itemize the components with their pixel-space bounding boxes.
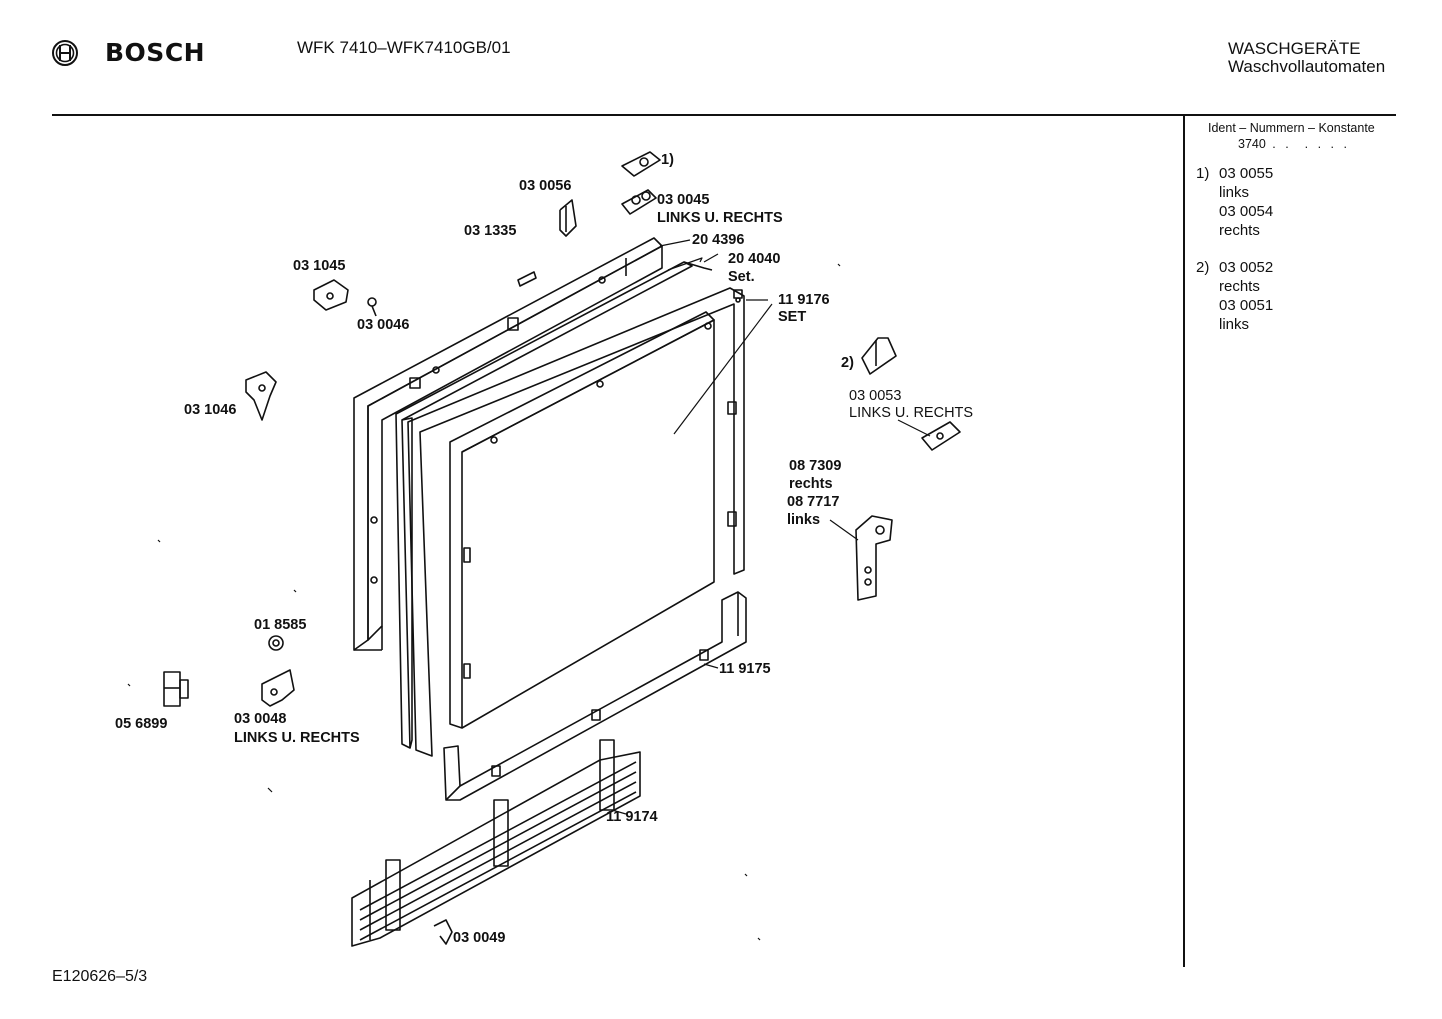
label-030053-note: LINKS U. RECHTS bbox=[849, 405, 974, 421]
category-title: WASCHGERÄTE bbox=[1228, 39, 1361, 58]
label-030053: 03 0053 bbox=[849, 388, 902, 404]
note-2-marker: 2) bbox=[1196, 259, 1210, 276]
part-031046-hinge bbox=[245, 371, 277, 421]
brand-name: BOSCH bbox=[105, 38, 206, 67]
note-1-line: 03 0054 bbox=[1219, 203, 1274, 220]
part-030048-bracket bbox=[261, 669, 295, 707]
stray-marks bbox=[127, 263, 841, 941]
note-1-line: links bbox=[1219, 184, 1250, 201]
note-2-line: 03 0052 bbox=[1219, 259, 1274, 276]
part-018585-grommet bbox=[268, 635, 284, 651]
label-119176: 11 9176 bbox=[778, 292, 830, 308]
part-030056-clip bbox=[559, 199, 577, 237]
label-119174: 11 9174 bbox=[606, 809, 658, 825]
header-divider bbox=[52, 114, 1396, 116]
note-2-line: 03 0051 bbox=[1219, 297, 1274, 314]
note-1-line: 03 0055 bbox=[1219, 165, 1274, 182]
drawing-code: E120626–5/3 bbox=[52, 968, 148, 985]
label-031335: 03 1335 bbox=[464, 223, 517, 239]
bosch-armature-icon bbox=[52, 40, 78, 66]
label-part-1: 1) bbox=[661, 152, 674, 168]
hinge-rail-assembly bbox=[351, 739, 641, 947]
label-119176-note: SET bbox=[778, 309, 807, 325]
note-2-line: rechts bbox=[1219, 278, 1260, 295]
label-030048-note: LINKS U. RECHTS bbox=[234, 730, 360, 746]
label-204040-note: Set. bbox=[728, 269, 755, 285]
brand-logo: BOSCH bbox=[50, 38, 220, 68]
label-030056: 03 0056 bbox=[519, 178, 572, 194]
label-031046: 03 1046 bbox=[184, 402, 237, 418]
label-087309: 08 7309 bbox=[789, 458, 842, 474]
part-030049-clip bbox=[433, 919, 453, 945]
part-031045-bracket bbox=[313, 279, 349, 311]
part-056899-switch bbox=[163, 671, 189, 707]
part-030045-bracket bbox=[621, 189, 657, 215]
label-030048: 03 0048 bbox=[234, 711, 287, 727]
category-subtitle: Waschvollautomaten bbox=[1228, 57, 1386, 76]
part-030046-screw bbox=[367, 297, 377, 317]
label-030045-note: LINKS U. RECHTS bbox=[657, 210, 783, 226]
part-1-bracket bbox=[621, 151, 661, 177]
label-204396: 20 4396 bbox=[692, 232, 745, 248]
door-frame-outer bbox=[353, 237, 663, 651]
note-1-line: rechts bbox=[1219, 222, 1260, 239]
label-031045: 03 1045 bbox=[293, 258, 346, 274]
part-087309-hinge bbox=[855, 515, 893, 601]
door-inner-frame bbox=[407, 287, 745, 757]
ident-dots: . . . . . . bbox=[1265, 137, 1350, 151]
note-2-line: links bbox=[1219, 316, 1250, 333]
ident-value: 3740 . . . . . . bbox=[1238, 137, 1350, 151]
label-018585: 01 8585 bbox=[254, 617, 307, 633]
label-119175: 11 9175 bbox=[719, 661, 771, 677]
part-2-latch bbox=[861, 337, 897, 375]
part-030053-bracket bbox=[921, 421, 961, 451]
label-056899: 05 6899 bbox=[115, 716, 168, 732]
label-part-2: 2) bbox=[841, 355, 854, 371]
label-087717-note: links bbox=[787, 512, 821, 528]
label-204040: 20 4040 bbox=[728, 251, 781, 267]
label-030045: 03 0045 bbox=[657, 192, 710, 208]
ident-title: Ident – Nummern – Konstante bbox=[1208, 121, 1375, 135]
sidebar-divider bbox=[1183, 116, 1185, 967]
note-1-marker: 1) bbox=[1196, 165, 1210, 182]
part-031335-pad bbox=[517, 271, 537, 287]
label-087717: 08 7717 bbox=[787, 494, 840, 510]
label-030046: 03 0046 bbox=[357, 317, 410, 333]
leader-lines bbox=[611, 239, 931, 815]
label-030049: 03 0049 bbox=[453, 930, 506, 946]
label-087309-note: rechts bbox=[789, 476, 833, 492]
model-number: WFK 7410–WFK7410GB/01 bbox=[297, 38, 511, 57]
bottom-rail bbox=[443, 591, 747, 801]
